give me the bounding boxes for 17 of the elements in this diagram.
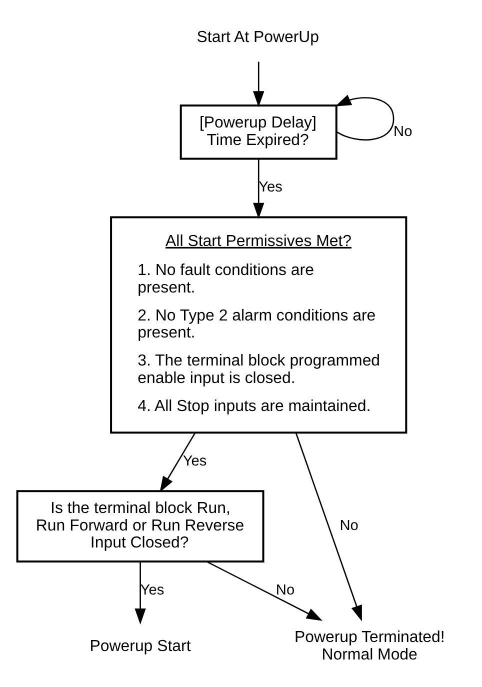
edge-label: No xyxy=(340,518,358,534)
arrow xyxy=(335,94,394,140)
edge-label: No xyxy=(276,582,295,599)
node-box: [Powerup Delay] Time Expired? xyxy=(180,104,338,160)
edge-label: Yes xyxy=(182,454,207,470)
arrow xyxy=(160,432,196,492)
node-text: Start At PowerUp xyxy=(196,28,320,46)
arrow xyxy=(253,159,264,219)
node-box: Is the terminal block Run, Run Forward or Run Reverse Input Closed? xyxy=(16,490,264,563)
node-text: Powerup Terminated! Normal Mode xyxy=(294,629,445,664)
node-text: Powerup Start xyxy=(90,638,191,655)
arrow xyxy=(295,432,362,622)
node-box: All Start Permissives Met? 1. No fault conditions are present. 2. No Type 2 alarm conditions are present. 3. The terminal block programmed enable input is closed. 4. All Stop inputs are maintained. xyxy=(110,216,408,434)
edge-label: No xyxy=(394,124,412,140)
arrow xyxy=(206,561,323,621)
arrow xyxy=(134,562,146,625)
arrow xyxy=(253,62,264,108)
